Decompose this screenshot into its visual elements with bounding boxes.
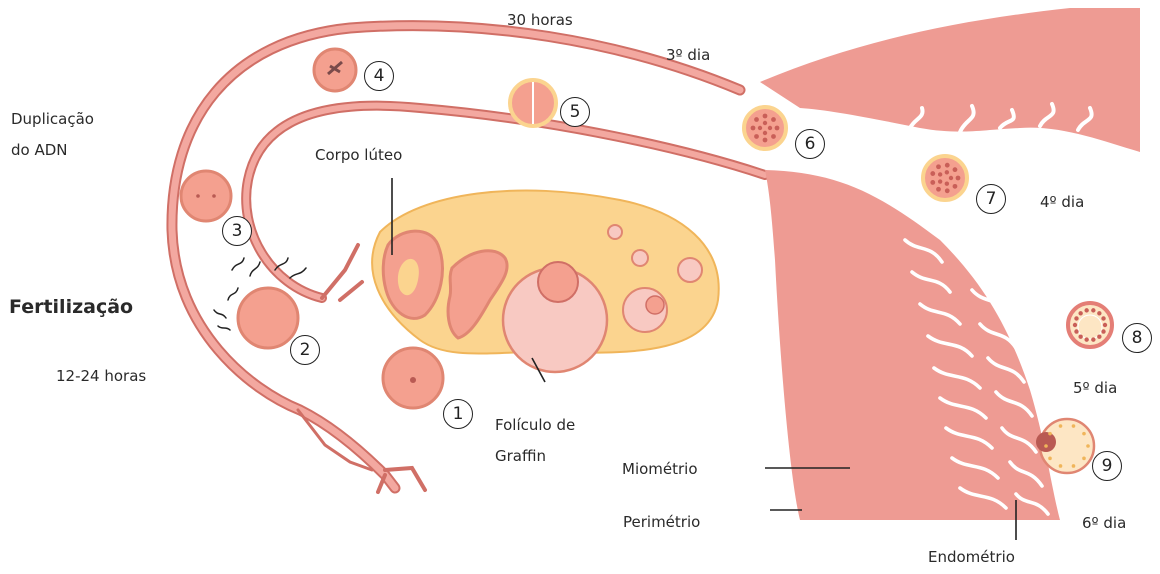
label-miometrio: Miométrio: [622, 461, 698, 478]
morula-7-cell: [945, 182, 949, 186]
morula-7-cell: [945, 170, 949, 174]
morula-6-cell: [763, 138, 768, 143]
label-duplicacao: Duplicação do ADN: [11, 104, 141, 166]
morula-7-cell: [953, 184, 958, 189]
blastocyst-8-cell: [1101, 329, 1105, 333]
blastocyst-8-cell: [1078, 311, 1082, 315]
morula-7-cell: [930, 171, 935, 176]
morula-6-cell: [763, 121, 767, 125]
label-4-dia: 4º dia: [1040, 194, 1084, 211]
label-corpo-luteo: Corpo lúteo: [315, 147, 402, 164]
label-foliculo-line-1: Folículo de: [495, 410, 615, 441]
blastocyst-8-cell: [1091, 337, 1095, 341]
blastocyst-9-cell: [1086, 444, 1090, 448]
blastocyst-9-cell: [1059, 464, 1063, 468]
morula-6-cell: [754, 117, 759, 122]
label-foliculo-line-2: Graffin: [495, 441, 615, 472]
morula-6-cell: [758, 126, 762, 130]
morula-6-cell: [771, 117, 776, 122]
morula-stage-7: [923, 156, 967, 200]
stage-badge-7: 7: [976, 184, 1006, 214]
implantation-cluster: [1036, 432, 1056, 452]
morula-7-cell: [949, 176, 953, 180]
morula-6-cell: [768, 126, 772, 130]
follicle-medium-oocyte: [646, 296, 664, 314]
morula-6-cell: [775, 126, 780, 131]
stage-badge-5: 5: [560, 97, 590, 127]
morula-6-cell: [754, 134, 759, 139]
oocyte-stage-1-nucleus: [410, 377, 416, 383]
stage-badge-3: 3: [222, 216, 252, 246]
blastocyst-9-cell: [1082, 457, 1086, 461]
label-foliculo: Folículo de Graffin: [495, 410, 615, 472]
morula-7-cell: [945, 163, 950, 168]
label-perimetrio: Perimétrio: [623, 514, 700, 531]
morula-6-cell: [751, 126, 756, 131]
blastocyst-8-cell: [1103, 323, 1107, 327]
blastocyst-9-cell: [1044, 444, 1048, 448]
morula-stage-6: [744, 107, 786, 149]
morula-6-cell: [763, 114, 768, 119]
morula-7-cell: [945, 188, 950, 193]
blastocyst-8-cell: [1074, 316, 1078, 320]
stage-badge-2: 2: [290, 335, 320, 365]
stage-badge-9: 9: [1092, 451, 1122, 481]
blastocyst-9-cell: [1048, 457, 1052, 461]
blastocyst-8-cell: [1101, 316, 1105, 320]
blastocyst-8-cell: [1078, 335, 1082, 339]
label-duplicacao-line-2: do ADN: [11, 135, 141, 166]
stage-badge-4: 4: [364, 61, 394, 91]
label-duplicacao-line-1: Duplicação: [11, 104, 141, 135]
label-6-dia: 6º dia: [1082, 515, 1126, 532]
label-3-dia: 3º dia: [666, 47, 710, 64]
label-12-24-horas: 12-24 horas: [56, 368, 146, 385]
morula-7-cell: [936, 164, 941, 169]
blastocyst-8-cell: [1091, 308, 1095, 312]
stage-badge-1: 1: [443, 399, 473, 429]
zygote-3-nucleus: [212, 194, 216, 198]
label-fertilizacao: Fertilização: [9, 297, 133, 319]
follicle-small-3: [608, 225, 622, 239]
stage-badge-6: 6: [795, 129, 825, 159]
label-30-horas: 30 horas: [507, 12, 573, 29]
blastocyst-8-cell: [1074, 329, 1078, 333]
follicle-small-2: [632, 250, 648, 266]
morula-7-cell: [938, 172, 942, 176]
blastocyst-9-cell: [1082, 432, 1086, 436]
zygote-stage-2: [238, 288, 298, 348]
morula-7-cell: [938, 179, 942, 183]
morula-6-cell: [771, 134, 776, 139]
blastocyst-9-cell: [1072, 424, 1076, 428]
follicle-small-1: [678, 258, 702, 282]
morula-7-cell: [936, 187, 941, 192]
zygote-3-nucleus: [196, 194, 200, 198]
label-5-dia: 5º dia: [1073, 380, 1117, 397]
graafian-follicle-oocyte: [538, 262, 578, 302]
blastocyst-8-cell: [1097, 311, 1101, 315]
stage-badge-8: 8: [1122, 323, 1152, 353]
blastocyst-9-cell: [1059, 424, 1063, 428]
zygote-stage-3: [181, 171, 231, 221]
morula-6-cell: [763, 131, 767, 135]
blastocyst-8-cell: [1084, 308, 1088, 312]
morula-7-cell: [956, 176, 961, 181]
morula-7-cell: [930, 180, 935, 185]
blastocyst-9-cell: [1048, 432, 1052, 436]
label-endometrio: Endométrio: [928, 549, 1015, 566]
morula-7-cell: [953, 167, 958, 172]
blastocyst-9-cell: [1072, 464, 1076, 468]
blastocyst-8-cell: [1097, 335, 1101, 339]
blastocyst-8-cell: [1073, 323, 1077, 327]
blastocyst-8-cell: [1084, 337, 1088, 341]
